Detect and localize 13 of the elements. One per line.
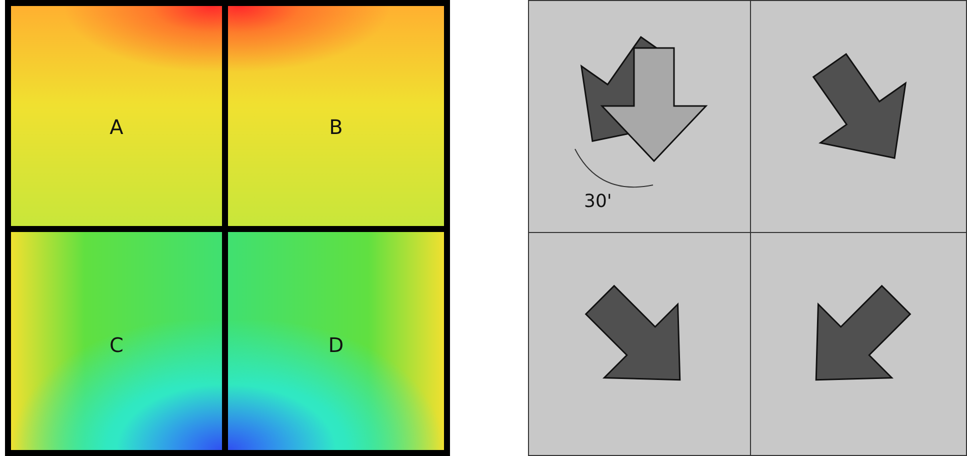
grid-cell: [528, 0, 751, 233]
angle-label: 30': [584, 191, 612, 212]
grid-cell: [750, 232, 967, 456]
heatmap-quadrant: [228, 6, 444, 226]
quadrant-label: B: [329, 115, 343, 139]
quadrant-label: C: [110, 333, 124, 358]
heatmap-quadrant: [11, 232, 222, 450]
heatmap-quadrant: [11, 6, 222, 226]
heatmap-quadrant: [228, 232, 444, 450]
grid-cell: [750, 0, 967, 233]
quadrant-label: D: [328, 333, 344, 358]
quadrant-label: A: [110, 115, 124, 139]
grid-cell: [528, 232, 751, 456]
